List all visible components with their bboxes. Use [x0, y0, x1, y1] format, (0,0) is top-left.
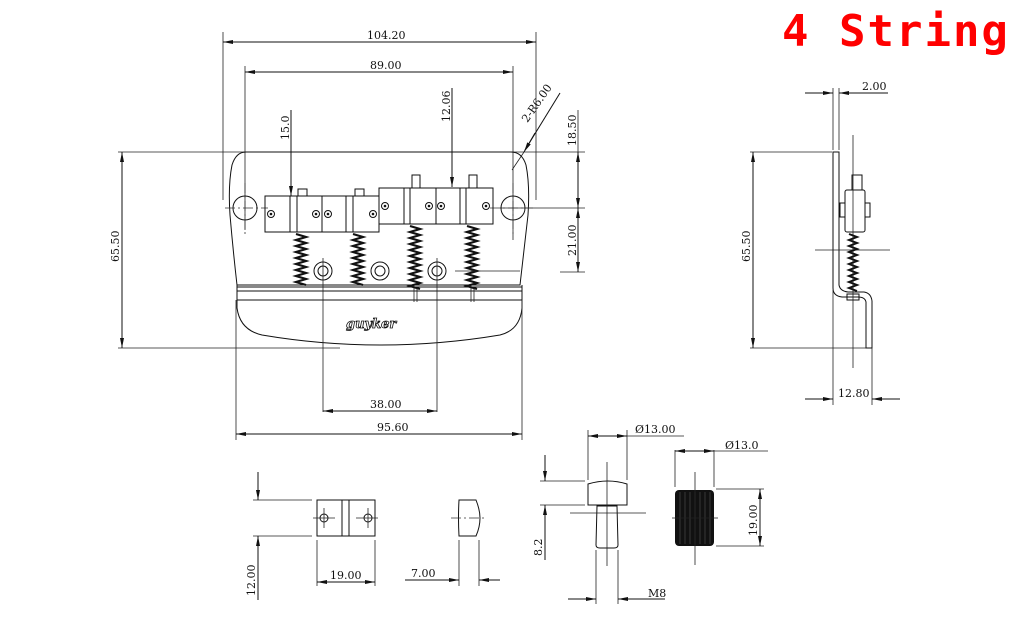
dim-nut-height: 19.00 — [747, 504, 760, 537]
ferrule-detail — [540, 430, 684, 604]
dim-ferrule-diameter: Ø13.00 — [635, 423, 676, 436]
page-title: 4 String — [782, 6, 1010, 57]
dim-saddle-offset-2: 12.06 — [440, 90, 453, 123]
dim-mount-hole-spacing: 89.00 — [370, 59, 402, 72]
saddle-detail — [253, 472, 500, 600]
dim-screw-spacing: 38.00 — [370, 398, 402, 411]
dim-overall-width-top: 104.20 — [367, 29, 406, 42]
dim-ferrule-thread: M8 — [648, 587, 667, 600]
knurled-nut-detail — [672, 449, 768, 565]
dim-hole-from-top: 18.50 — [566, 114, 579, 147]
logo: guyker — [346, 317, 397, 332]
dim-ferrule-height: 8.2 — [532, 538, 545, 557]
dim-hole-to-bottom: 21.00 — [566, 224, 579, 257]
dim-side-height: 65.50 — [740, 230, 753, 263]
dim-saddle-length: 19.00 — [330, 569, 362, 582]
dim-saddle-height: 12.00 — [245, 564, 258, 597]
dim-nut-diameter: Ø13.0 — [725, 439, 759, 452]
dim-saddle-width: 7.00 — [411, 567, 436, 580]
dim-side-depth: 12.80 — [838, 387, 870, 400]
dim-saddle-offset-1: 15.0 — [279, 115, 292, 141]
side-view — [750, 88, 900, 405]
dim-overall-width-bottom: 95.60 — [377, 421, 409, 434]
dim-overall-height: 65.50 — [109, 230, 122, 263]
dim-plate-thickness: 2.00 — [862, 80, 887, 93]
front-view: guyker — [118, 32, 585, 440]
